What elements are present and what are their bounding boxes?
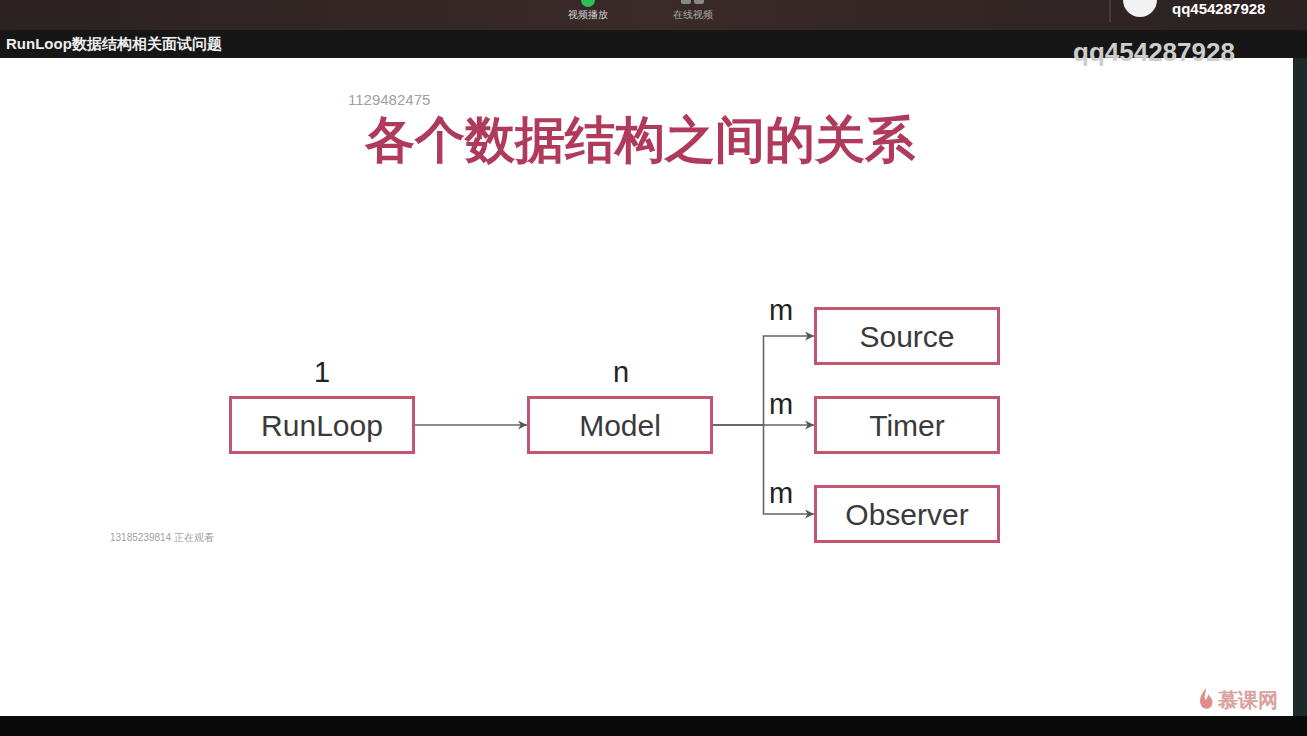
multiplicity: n — [613, 355, 629, 390]
box-label: Source — [859, 320, 954, 353]
slide-title: 各个数据结构之间的关系 — [365, 110, 915, 170]
watermark: qq454287928 — [1073, 37, 1235, 68]
connector-arrow — [713, 336, 814, 425]
watermark: 1129482475 — [348, 91, 430, 109]
process-box: Timer — [814, 396, 1000, 454]
multiplicity: m — [769, 476, 793, 511]
play-icon — [581, 0, 595, 7]
bottom-strip — [0, 716, 1307, 736]
tab-label: 在线视频 — [673, 9, 713, 21]
top-bar — [0, 0, 1307, 30]
multiplicity: 1 — [314, 355, 330, 390]
window-title: RunLoop数据结构相关面试问题 — [6, 35, 222, 53]
process-box: Observer — [814, 485, 1000, 543]
viewer-note: 13185239814 正在观看 — [110, 532, 214, 544]
logo-text: 慕课网 — [1218, 688, 1278, 712]
flame-icon — [1200, 688, 1212, 709]
divider — [1110, 0, 1111, 22]
box-label: Timer — [869, 409, 945, 442]
process-box: RunLoop — [229, 396, 415, 454]
connector-arrow — [713, 425, 814, 514]
avatar — [1123, 0, 1157, 17]
connector-arrow — [713, 424, 814, 426]
video-icon — [694, 0, 704, 4]
process-box: Source — [814, 307, 1000, 365]
connector-arrow — [415, 424, 527, 426]
multiplicity: m — [769, 387, 793, 422]
side-strip — [1293, 58, 1307, 716]
box-label: Observer — [845, 498, 968, 531]
logo-flame — [1196, 686, 1216, 712]
video-icon — [681, 0, 691, 4]
process-box: Model — [527, 396, 713, 454]
user-name: qq454287928 — [1172, 0, 1265, 18]
box-label: RunLoop — [261, 409, 383, 442]
box-label: Model — [579, 409, 661, 442]
toolbar-icons — [0, 0, 1307, 30]
multiplicity: m — [769, 293, 793, 328]
tab-label: 视频播放 — [568, 9, 608, 21]
